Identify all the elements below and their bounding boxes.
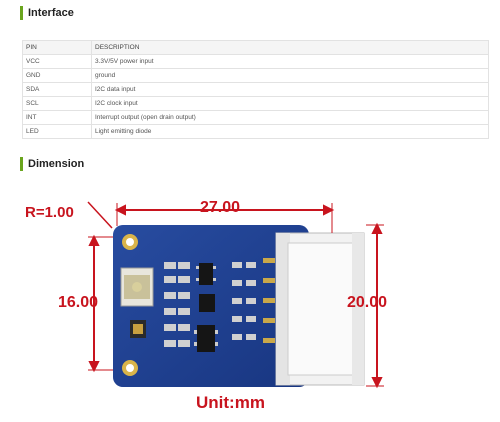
pin-table: PIN DESCRIPTION VCC 3.3V/5V power input … — [22, 40, 489, 139]
height-left-dimension-label: 16.00 — [58, 294, 99, 311]
radius-label: R=1.00 — [25, 204, 74, 221]
dimension-drawing — [87, 201, 384, 389]
ic-chip — [199, 294, 215, 312]
width-dimension-label: 27.00 — [200, 199, 241, 216]
ic-chip — [194, 325, 218, 352]
table-row: GND ground — [22, 68, 489, 83]
description-cell: ground — [91, 68, 489, 83]
pin-cell: LED — [22, 124, 92, 139]
light-sensor-chip — [130, 320, 146, 338]
table-row: SDA I2C data input — [22, 82, 489, 97]
section-accent-bar — [20, 6, 23, 20]
mounting-hole — [122, 360, 138, 376]
pin-cell: INT — [22, 110, 92, 125]
height-right-dimension-label: 20.00 — [347, 294, 388, 311]
pin-cell: SCL — [22, 96, 92, 111]
dimension-lines — [87, 201, 384, 389]
description-cell: 3.3V/5V power input — [91, 54, 489, 69]
connector-housing — [275, 232, 365, 386]
mounting-hole — [122, 234, 138, 250]
table-row: LED Light emitting diode — [22, 124, 489, 139]
smd-components — [164, 262, 256, 347]
table-row: INT Interrupt output (open drain output) — [22, 110, 489, 125]
pin-cell: GND — [22, 68, 92, 83]
header-description: DESCRIPTION — [91, 40, 489, 55]
description-cell: I2C data input — [91, 82, 489, 97]
description-cell: I2C clock input — [91, 96, 489, 111]
dimension-section-header: Dimension — [20, 156, 84, 172]
dimension-title: Dimension — [28, 158, 85, 170]
connector-pads — [263, 258, 275, 343]
interface-title: Interface — [28, 7, 74, 19]
unit-label: Unit:mm — [196, 393, 265, 412]
description-cell: Light emitting diode — [91, 124, 489, 139]
header-pin: PIN — [22, 40, 92, 55]
ic-chip — [196, 263, 216, 285]
table-row: VCC 3.3V/5V power input — [22, 54, 489, 69]
table-row: SCL I2C clock input — [22, 96, 489, 111]
description-cell: Interrupt output (open drain output) — [91, 110, 489, 125]
section-accent-bar — [20, 157, 23, 171]
sensor-component — [120, 267, 154, 307]
pin-cell: SDA — [22, 82, 92, 97]
pin-cell: VCC — [22, 54, 92, 69]
interface-section-header: Interface — [20, 5, 74, 21]
table-header-row: PIN DESCRIPTION — [22, 40, 489, 55]
